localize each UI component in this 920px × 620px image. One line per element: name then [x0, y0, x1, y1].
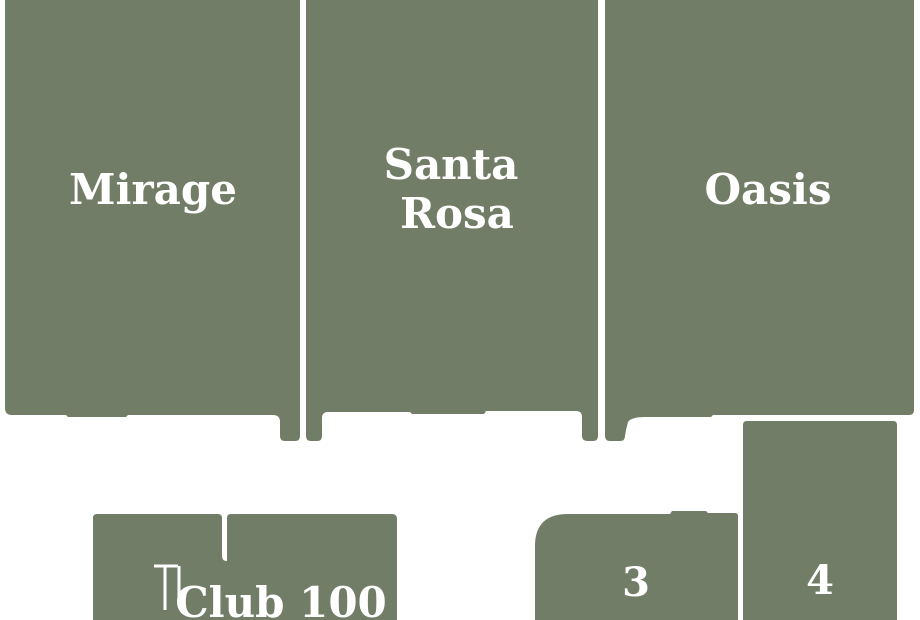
room-mirage-shape[interactable] [5, 0, 300, 441]
room-santa-rosa[interactable]: Santa Rosa [306, 0, 598, 441]
room-oasis[interactable]: Oasis [605, 0, 914, 441]
room-4[interactable]: 4 [743, 421, 897, 620]
room-3[interactable]: 3 [535, 511, 738, 620]
room-club-100-shape[interactable] [93, 514, 397, 620]
room-mirage[interactable]: Mirage [5, 0, 300, 441]
room-4-shape[interactable] [743, 421, 897, 620]
room-santa-rosa-shape[interactable] [306, 0, 598, 441]
room-3-shape[interactable] [535, 511, 738, 620]
room-oasis-shape[interactable] [605, 0, 914, 441]
club-100-wall-bracket [154, 564, 181, 610]
room-club-100[interactable]: Club 100 [93, 514, 397, 620]
